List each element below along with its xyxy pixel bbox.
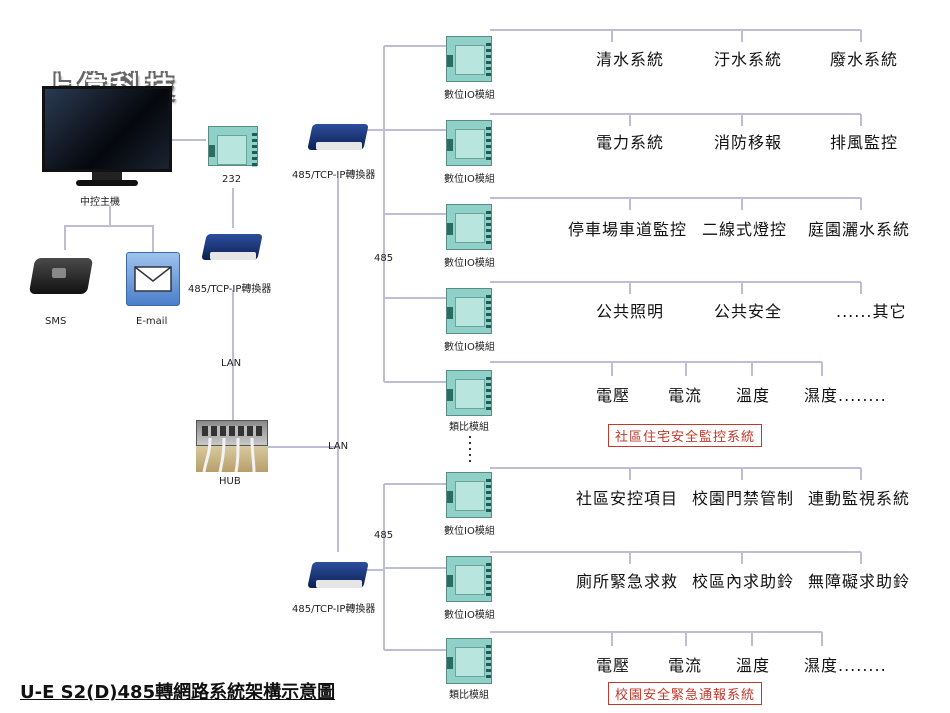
- top-module-3-icon: [446, 204, 492, 250]
- bottom-module-2-label: 數位IO模組: [444, 610, 495, 621]
- top-m5-item-1: 電壓: [596, 386, 631, 405]
- top-m2-item-2: 消防移報: [714, 133, 783, 152]
- top-m5-item-4: 濕度........: [804, 386, 887, 405]
- port232-label: 232: [222, 174, 242, 185]
- top-module-3-label: 數位IO模組: [444, 258, 495, 269]
- top-module-4-label: 數位IO模組: [444, 342, 495, 353]
- diagram-title: U-E S2(D)485轉網路系統架構示意圖: [20, 682, 336, 703]
- bottom-converter-label: 485/TCP-IP轉換器: [292, 604, 376, 615]
- top-module-2-label: 數位IO模組: [444, 174, 495, 185]
- left-converter-label: 485/TCP-IP轉換器: [188, 284, 272, 295]
- top-module-5-icon: [446, 370, 492, 416]
- top-m2-item-1: 電力系統: [596, 133, 665, 152]
- top-converter-label: 485/TCP-IP轉換器: [292, 170, 376, 181]
- top-m4-item-3: ......其它: [836, 302, 907, 321]
- bottom-module-1-label: 數位IO模組: [444, 526, 495, 537]
- hub-label: HUB: [219, 476, 241, 487]
- bottom-group-caption: 校園安全緊急通報系統: [608, 682, 763, 705]
- bottom-m3-item-2: 電流: [668, 656, 703, 675]
- top-module-5-label: 類比模組: [449, 422, 489, 433]
- bottom-m3-item-4: 濕度........: [804, 656, 887, 675]
- bottom-converter-icon: [307, 556, 369, 590]
- bottom-m2-item-3: 無障礙求助鈴: [808, 572, 911, 591]
- email-icon: [126, 252, 180, 306]
- sms-label: SMS: [45, 316, 67, 327]
- email-label: E-mail: [136, 316, 168, 327]
- bottom-m1-item-1: 社區安控項目: [576, 489, 679, 508]
- top-module-1-label: 數位IO模組: [444, 90, 495, 101]
- monitor-label: 中控主機: [80, 197, 120, 208]
- top-group-caption: 社區住宅安全監控系統: [608, 424, 763, 447]
- bottom-module-1-icon: [446, 472, 492, 518]
- bottom-bus-label: 485: [374, 530, 394, 541]
- sms-modem-icon: [28, 254, 94, 298]
- top-m3-item-1: 停車場車道監控: [568, 220, 688, 239]
- bottom-m1-item-2: 校園門禁管制: [692, 489, 795, 508]
- top-module-4-icon: [446, 288, 492, 334]
- top-module-2-icon: [446, 120, 492, 166]
- top-m5-item-2: 電流: [668, 386, 703, 405]
- lan-label: LAN: [221, 358, 242, 369]
- top-m4-item-1: 公共照明: [596, 302, 665, 321]
- top-m2-item-3: 排風監控: [830, 133, 899, 152]
- monitor-icon: [42, 86, 172, 190]
- top-m1-item-2: 汙水系統: [714, 50, 783, 69]
- top-m1-item-3: 廢水系統: [830, 50, 899, 69]
- bottom-m3-item-3: 溫度: [736, 656, 771, 675]
- top-m1-item-1: 清水系統: [596, 50, 665, 69]
- bottom-module-3-label: 類比模組: [449, 690, 489, 701]
- top-converter-icon: [307, 118, 369, 152]
- top-m3-item-2: 二線式燈控: [702, 220, 788, 239]
- top-bus-label: 485: [374, 253, 394, 264]
- top-module-1-icon: [446, 36, 492, 82]
- top-m3-item-3: 庭園灑水系統: [808, 220, 911, 239]
- bottom-module-3-icon: [446, 638, 492, 684]
- bottom-module-2-icon: [446, 556, 492, 602]
- bottom-m3-item-1: 電壓: [596, 656, 631, 675]
- bottom-m1-item-3: 連動監視系統: [808, 489, 911, 508]
- left-converter-icon: [201, 228, 263, 262]
- rs232-module-icon: [208, 126, 258, 167]
- hub-icon: [196, 420, 268, 472]
- top-m5-item-3: 溫度: [736, 386, 771, 405]
- top-m4-item-2: 公共安全: [714, 302, 783, 321]
- bottom-m2-item-1: 廁所緊急求救: [576, 572, 679, 591]
- bottom-m2-item-2: 校區內求助鈴: [692, 572, 795, 591]
- lan2-label: LAN: [328, 441, 349, 452]
